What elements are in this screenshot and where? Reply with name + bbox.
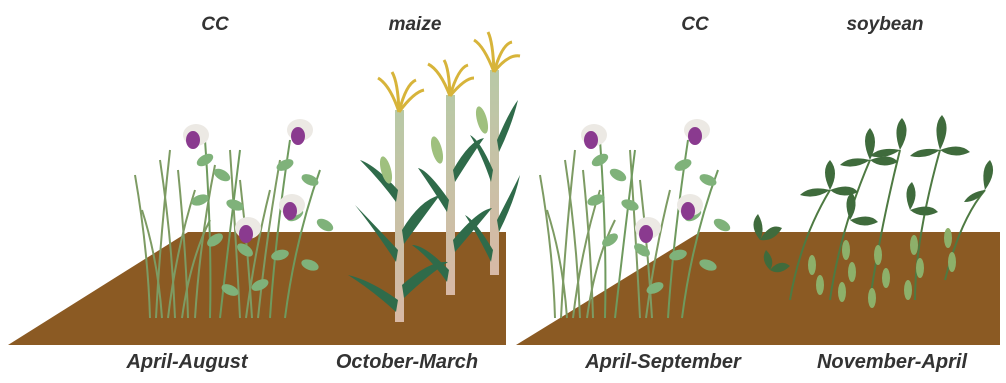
soil-panel-right [516, 232, 1000, 345]
